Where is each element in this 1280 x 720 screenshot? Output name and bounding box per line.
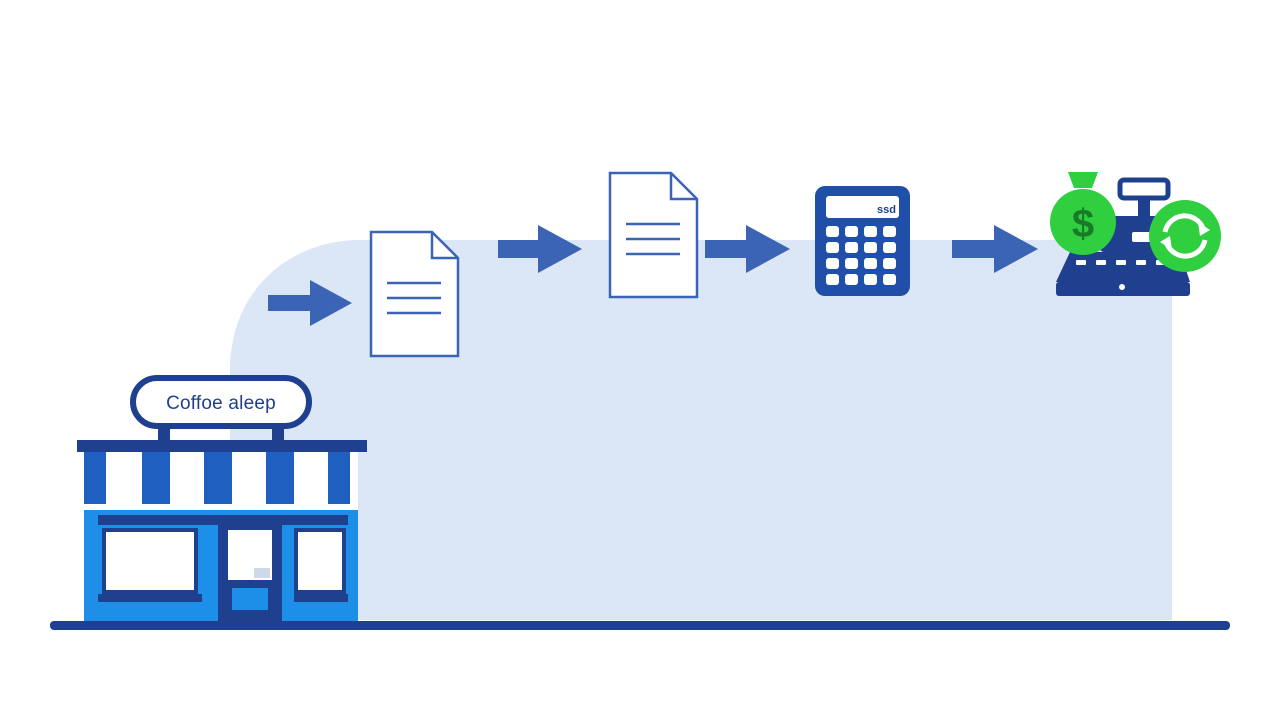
background-panel: [230, 240, 1172, 620]
calculator-key: [883, 242, 896, 253]
calculator-key: [864, 258, 877, 269]
shop-icon: [77, 375, 367, 621]
calculator-key: [826, 274, 839, 285]
calculator-key: [845, 226, 858, 237]
document-icon: [608, 171, 699, 299]
shop-window-left: [102, 528, 198, 594]
calculator-key: [883, 274, 896, 285]
calculator-key: [864, 226, 877, 237]
arrow-right-icon: [268, 280, 352, 326]
calculator-key: [826, 226, 839, 237]
calculator-key: [845, 274, 858, 285]
arrow-right-icon: [705, 225, 790, 273]
svg-text:$: $: [1072, 202, 1094, 246]
calculator-display-text: ssd: [877, 204, 896, 216]
money-bag-icon: $: [1050, 172, 1116, 255]
shop-window-right: [294, 528, 346, 594]
calculator-key: [826, 258, 839, 269]
arrow-right-icon: [498, 225, 582, 273]
calculator-key: [883, 258, 896, 269]
shop-awning: [84, 452, 358, 510]
calculator-key: [826, 242, 839, 253]
calculator-key: [864, 274, 877, 285]
calculator-key: [883, 226, 896, 237]
calculator-key: [845, 258, 858, 269]
shop-sign-text: Coffoe aleep: [166, 393, 276, 414]
document-icon: [369, 230, 460, 358]
calculator-keypad: [826, 226, 896, 285]
calculator-key: [845, 242, 858, 253]
shop-roof: [77, 440, 367, 452]
calculator-key: [864, 242, 877, 253]
calculator-icon: ssd: [815, 186, 910, 296]
arrow-right-icon: [952, 225, 1038, 273]
calculator-display: [826, 196, 899, 218]
floor-line: [50, 621, 1230, 630]
shop-sign-board: [130, 375, 312, 429]
refresh-icon: [1149, 200, 1221, 272]
